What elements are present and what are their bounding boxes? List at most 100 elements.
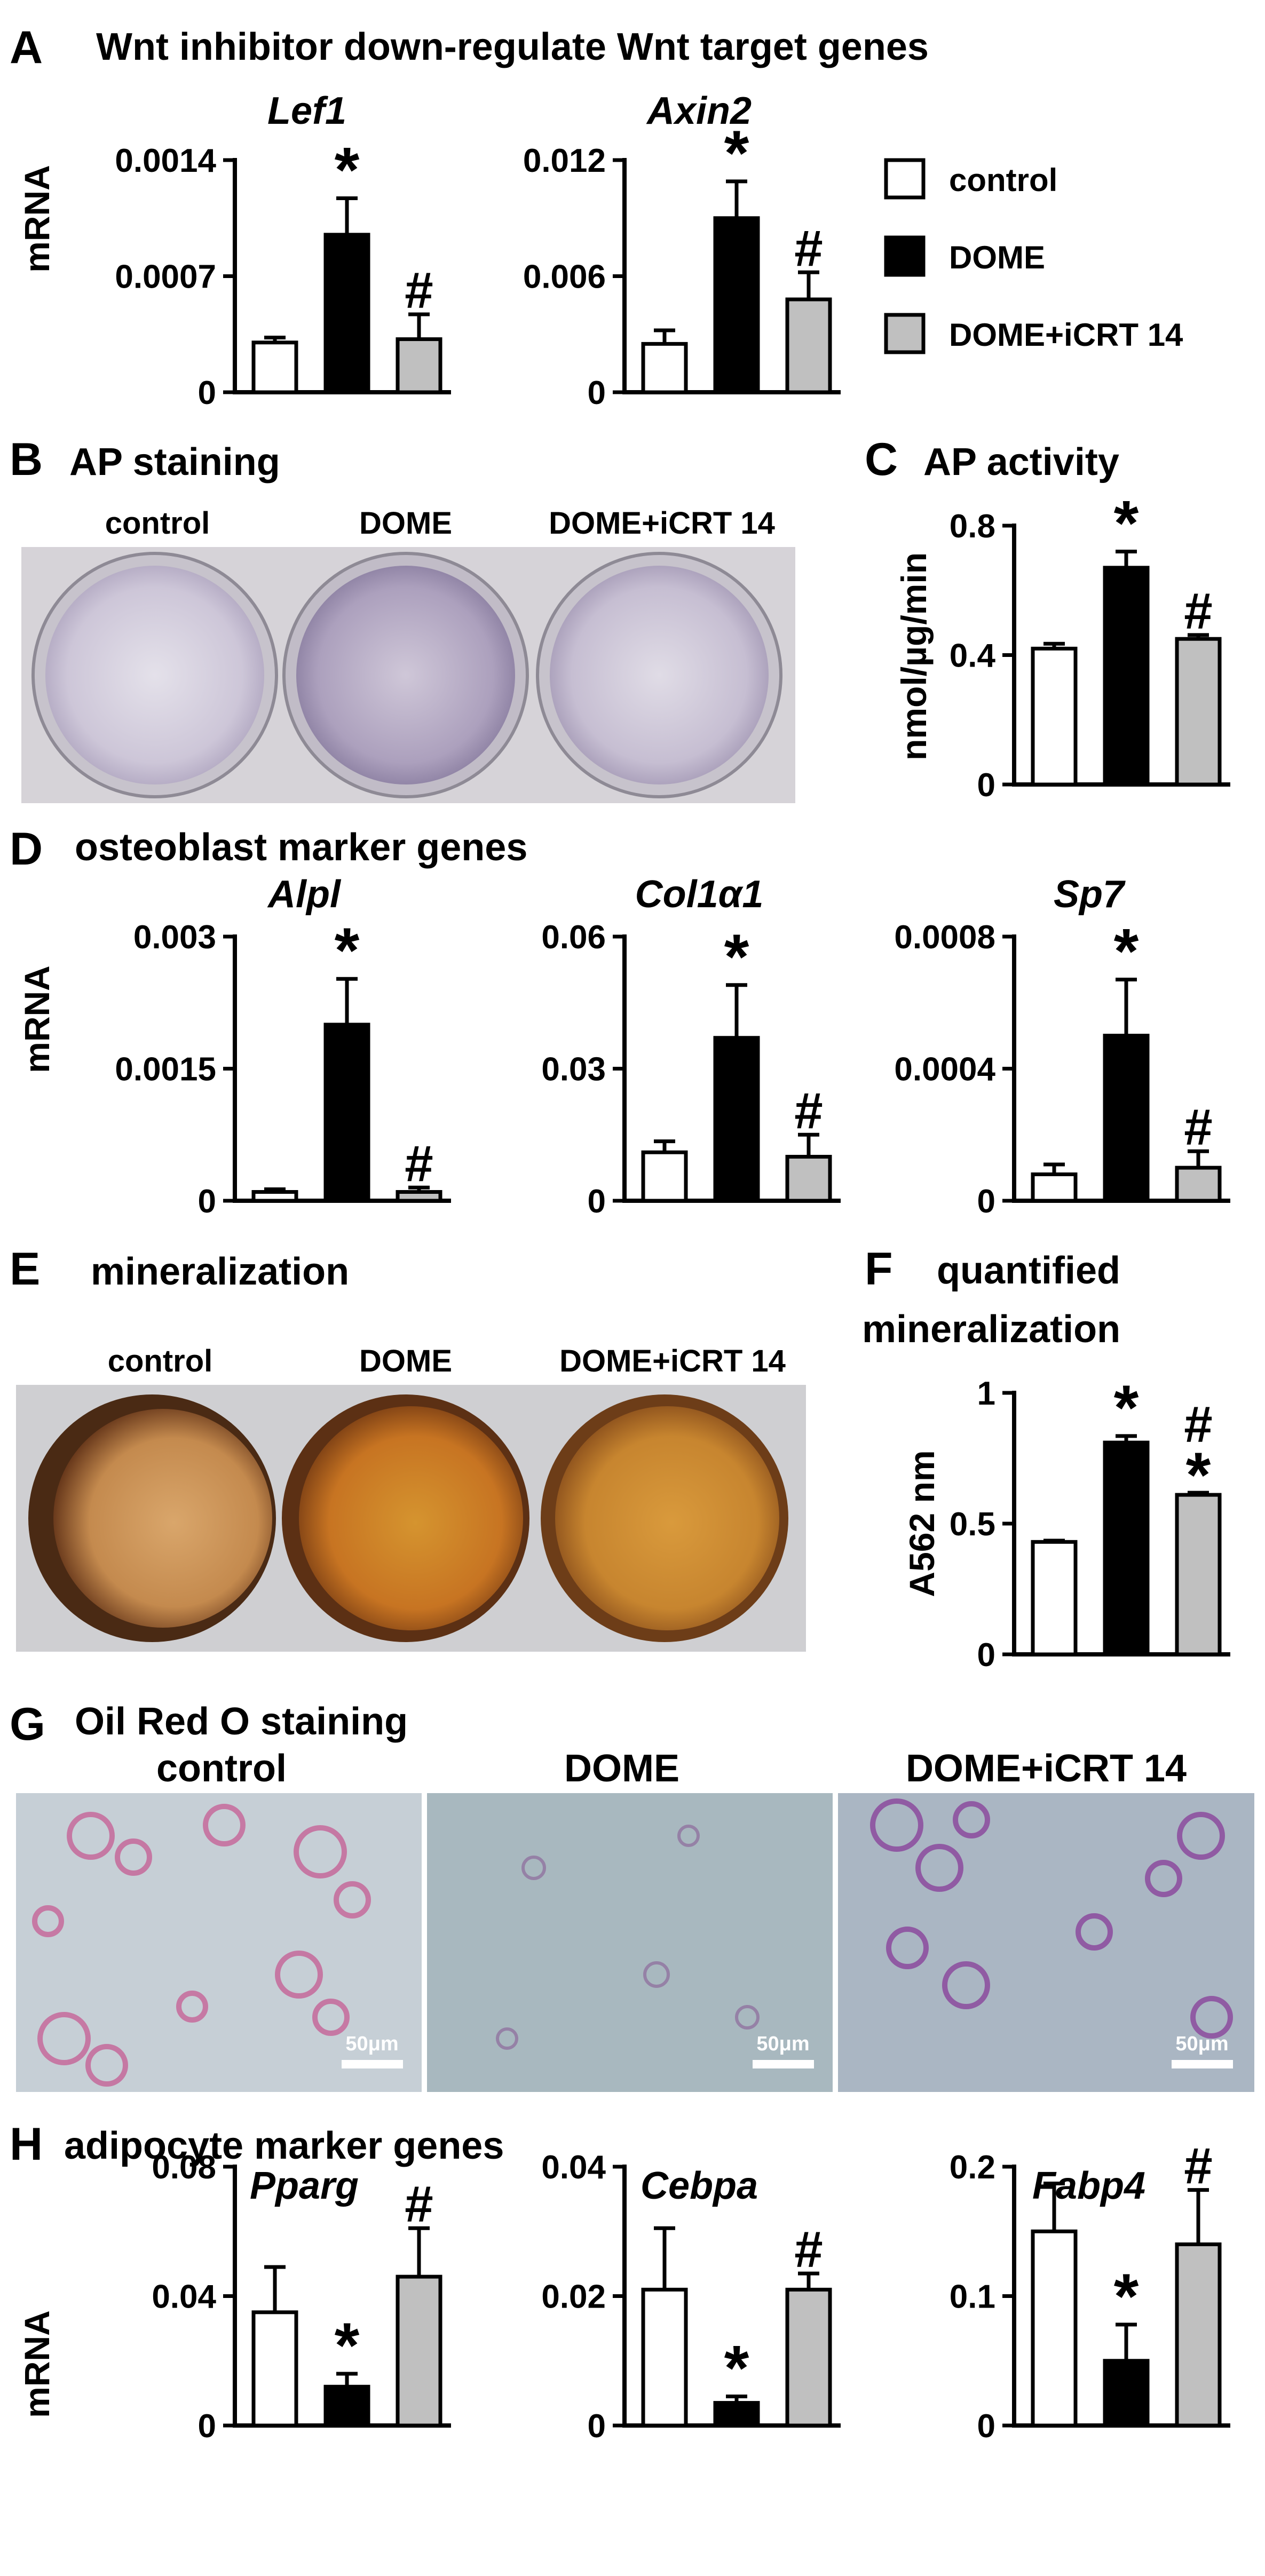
bar-control-h-pparg	[251, 2310, 298, 2428]
scale-bar-dome-icrt14	[1172, 2060, 1233, 2068]
bar-dome-icrt14-d-col1-1	[785, 1155, 832, 1203]
significance-mark-dome-icrt14-h-fabp4: #	[1184, 2138, 1212, 2195]
significance-mark-dome-icrt14-h-pparg: #	[405, 2176, 433, 2233]
min-well-dome	[299, 1406, 523, 1630]
panel-letter-c: C	[865, 434, 898, 485]
oro-micrograph-dome	[427, 1793, 833, 2092]
y-tick-label-f-chart: 0	[977, 1637, 995, 1674]
y-tick-label-c-chart: 0	[977, 767, 995, 804]
panel-title-h: adipocyte marker genes	[64, 2125, 504, 2167]
y-tick-label-d-sp7: 0.0008	[894, 919, 995, 956]
bar-dome-icrt14-d-sp7	[1175, 1166, 1222, 1203]
y-tick-label-f-chart: 0.5	[950, 1506, 995, 1543]
y-tick-label-d-col1-1: 0	[588, 1183, 606, 1220]
significance-mark-2-dome-icrt14-f-chart: *	[1186, 1439, 1211, 1511]
significance-mark-dome-icrt14-h-cebpa: #	[794, 2221, 823, 2278]
bar-control-h-cebpa	[641, 2287, 688, 2428]
min-label-dome: DOME	[359, 1344, 452, 1378]
bar-dome-d-col1-1	[713, 1036, 760, 1203]
bar-dome-d-alpl	[323, 1023, 370, 1203]
oro-lipid-droplets-dome	[496, 1825, 760, 2050]
significance-mark-dome-h-pparg: *	[335, 2310, 360, 2381]
oro-lipid-droplets-control	[32, 1804, 371, 2087]
min-well-control	[53, 1409, 272, 1628]
panel-title-f: quantified	[937, 1249, 1120, 1292]
ylabel-d: mRNA	[17, 965, 57, 1073]
ap-well-dome-icrt14	[550, 566, 769, 784]
bar-dome-a-lef1	[323, 233, 370, 394]
ylabel-f-chart: A562 nm	[902, 1450, 942, 1597]
y-tick-label-f-chart: 1	[977, 1375, 995, 1412]
significance-mark-dome-h-cebpa: *	[724, 2332, 749, 2404]
y-tick-label-d-sp7: 0	[977, 1183, 995, 1220]
significance-mark-dome-a-axin2: *	[724, 117, 749, 189]
y-tick-label-h-pparg: 0.08	[152, 2149, 216, 2186]
ap-label-dome-icrt14: DOME+iCRT 14	[549, 506, 775, 541]
y-tick-label-h-cebpa: 0.02	[541, 2279, 606, 2316]
oro-label-dome: DOME	[564, 1747, 679, 1790]
bar-dome-icrt14-h-pparg	[396, 2274, 442, 2428]
oro-label-control: control	[156, 1747, 287, 1790]
panel-letter-g: G	[10, 1699, 45, 1750]
min-label-dome-icrt14: DOME+iCRT 14	[559, 1344, 786, 1378]
panel-title-d: osteoblast marker genes	[75, 826, 527, 869]
ap-label-dome: DOME	[359, 506, 452, 541]
bar-dome-icrt14-d-alpl	[396, 1190, 442, 1203]
chart-title-h-pparg: Pparg	[250, 2165, 359, 2207]
bar-dome-h-cebpa	[713, 2401, 760, 2428]
significance-mark-dome-icrt14-d-sp7: #	[1184, 1099, 1212, 1156]
significance-mark-dome-h-fabp4: *	[1114, 2261, 1139, 2332]
panel-title-b: AP staining	[69, 441, 280, 484]
significance-mark-dome-d-sp7: *	[1114, 915, 1139, 987]
chart-title-d-alpl: Alpl	[267, 873, 342, 916]
panel-letter-f: F	[865, 1243, 893, 1295]
significance-mark-dome-icrt14-f-chart: #	[1184, 1396, 1212, 1453]
y-tick-label-h-cebpa: 0.04	[541, 2149, 606, 2186]
ap-well-control	[45, 566, 264, 784]
significance-mark-dome-f-chart: *	[1114, 1372, 1139, 1444]
legend-label-dome: DOME	[949, 240, 1045, 275]
bar-control-d-sp7	[1031, 1172, 1078, 1203]
bar-control-d-col1-1	[641, 1150, 688, 1203]
ylabel-c-chart: nmol/µg/min	[894, 552, 934, 760]
ap-staining-image: control DOME DOME+iCRT 14	[21, 506, 795, 803]
legend-label-dome-icrt14: DOME+iCRT 14	[949, 317, 1183, 353]
bar-dome-f-chart	[1103, 1440, 1150, 1656]
significance-mark-dome-icrt14-a-lef1: #	[405, 262, 433, 319]
bar-control-c-chart	[1031, 646, 1078, 787]
panel-letter-h: H	[10, 2119, 43, 2170]
bar-dome-icrt14-f-chart	[1175, 1493, 1222, 1656]
bar-dome-c-chart	[1103, 566, 1150, 787]
panel-title-a: Wnt inhibitor down-regulate Wnt target g…	[96, 26, 929, 68]
bar-dome-icrt14-h-cebpa	[785, 2287, 832, 2428]
y-tick-label-a-lef1: 0	[198, 375, 216, 411]
oro-lipid-droplets-dome-icrt14	[870, 1798, 1233, 2039]
significance-mark-dome-icrt14-d-alpl: #	[405, 1135, 433, 1192]
bar-dome-icrt14-h-fabp4	[1175, 2242, 1222, 2428]
y-tick-label-h-pparg: 0.04	[152, 2279, 216, 2316]
scale-label-dome-icrt14: 50μm	[1175, 2033, 1228, 2055]
chart-title-d-col1-1: Col1α1	[635, 873, 764, 916]
panel-title-e: mineralization	[91, 1250, 349, 1293]
significance-mark-dome-icrt14-d-col1-1: #	[794, 1082, 823, 1139]
min-label-control: control	[108, 1344, 213, 1378]
y-tick-label-h-fabp4: 0.2	[950, 2149, 995, 2186]
y-tick-label-d-alpl: 0.0015	[115, 1051, 216, 1088]
y-tick-label-d-alpl: 0	[198, 1183, 216, 1220]
panel-letter-d: D	[10, 823, 43, 875]
y-tick-label-h-fabp4: 0	[977, 2408, 995, 2445]
chart-title-d-sp7: Sp7	[1054, 873, 1126, 916]
significance-mark-dome-d-col1-1: *	[724, 921, 749, 993]
y-tick-label-a-axin2: 0.006	[523, 259, 606, 296]
y-tick-label-a-lef1: 0.0007	[115, 259, 216, 296]
